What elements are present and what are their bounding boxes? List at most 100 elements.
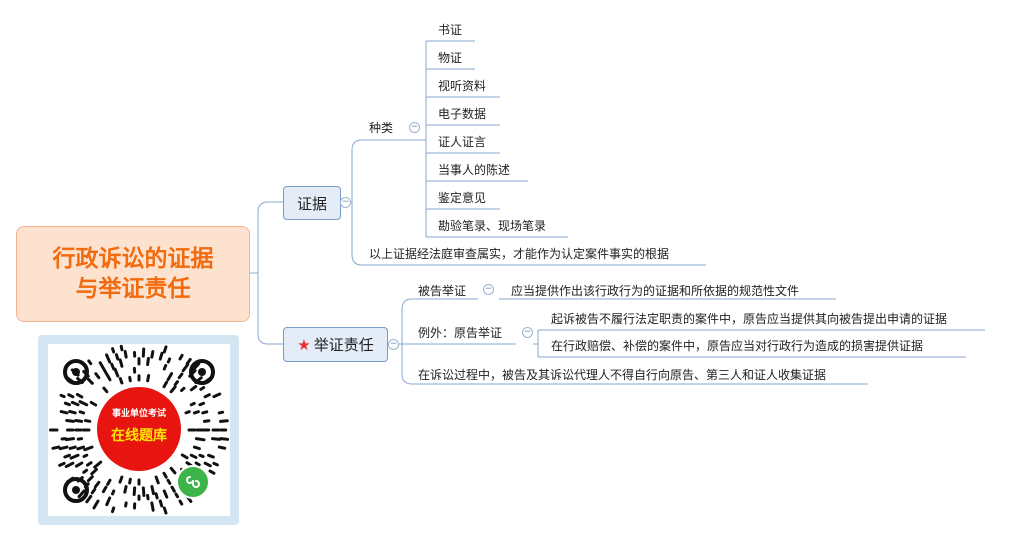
qr-dot: [178, 353, 184, 361]
exception-item[interactable]: 起诉被告不履行法定职责的案件中，原告应当提供其向被告提出申请的证据: [551, 312, 948, 326]
qr-dot: [180, 386, 186, 393]
qr-dot: [128, 375, 132, 383]
qr-dot: [118, 358, 124, 368]
qr-dot: [59, 410, 69, 415]
qr-dot: [119, 344, 124, 352]
qr-dot: [78, 410, 86, 415]
qr-dot: [92, 499, 100, 510]
topic-defendant-burden[interactable]: 被告举证: [418, 284, 467, 298]
qr-dot: [101, 365, 108, 375]
collapse-types-icon[interactable]: −: [409, 122, 420, 133]
star-icon: ★: [297, 335, 311, 354]
evidence-type-item[interactable]: 勘验笔录、现场笔录: [438, 219, 547, 233]
root-topic[interactable]: 行政诉讼的证据 与举证责任: [16, 226, 250, 322]
qr-dot: [70, 400, 80, 407]
qr-dot: [132, 486, 137, 497]
qr-dot: [150, 501, 155, 512]
qr-dot: [83, 445, 94, 452]
qr-dot: [166, 372, 174, 382]
qr-dot: [111, 347, 116, 354]
qr-dot: [162, 489, 169, 499]
qr-dot: [64, 461, 75, 469]
qr-dot: [178, 499, 184, 506]
qr-dot: [212, 392, 222, 399]
qr-dot: [158, 499, 164, 508]
qr-dot: [162, 380, 169, 389]
qr-dot: [192, 445, 201, 451]
qr-dot: [114, 353, 120, 361]
qr-dot: [85, 494, 93, 504]
qr-center-badge: 事业单位考试 在线题库: [97, 387, 181, 471]
qr-dot: [93, 480, 101, 489]
qr-dot: [85, 461, 93, 467]
collapse-defendant-icon[interactable]: −: [483, 284, 494, 295]
qr-dot: [198, 401, 206, 407]
qr-dot: [162, 506, 168, 515]
qr-dot: [86, 475, 94, 483]
qr-dot: [185, 357, 192, 366]
qr-dot: [217, 410, 225, 415]
qr-dot: [208, 469, 216, 475]
qr-dot: [106, 478, 112, 486]
qr-dot: [192, 362, 201, 371]
qr-dot: [162, 363, 168, 371]
mini-program-icon: [176, 465, 210, 499]
qr-finder-center: [72, 486, 80, 494]
qr-dot: [86, 377, 94, 385]
qr-dot: [207, 453, 215, 459]
collapse-exception-icon[interactable]: −: [522, 327, 533, 338]
root-title-line2: 与举证责任: [75, 276, 191, 302]
qr-dot: [154, 475, 160, 485]
evidence-type-item[interactable]: 证人证言: [438, 135, 487, 149]
evidence-type-item[interactable]: 视听资料: [438, 79, 487, 93]
qr-dot: [123, 349, 128, 359]
evidence-type-item[interactable]: 电子数据: [438, 107, 487, 121]
evidence-type-item[interactable]: 当事人的陈述: [438, 163, 511, 177]
qr-dot: [105, 353, 112, 364]
qr-dot: [105, 372, 112, 382]
topic-plaintiff-exception[interactable]: 例外：原告举证: [418, 326, 503, 340]
qr-dot: [210, 437, 222, 441]
qr-dot: [189, 384, 198, 392]
qr-dot: [76, 437, 84, 441]
collapse-evidence-icon[interactable]: −: [340, 197, 351, 208]
qr-dot: [217, 445, 227, 450]
evidence-type-item[interactable]: 鉴定意见: [438, 191, 487, 205]
qr-dot: [87, 359, 93, 366]
qr-dot: [203, 461, 212, 468]
qr-dot: [128, 477, 132, 485]
qr-dot: [83, 419, 92, 423]
topic-evidence-label: 证据: [296, 194, 327, 213]
qr-dot: [189, 453, 198, 459]
exception-item[interactable]: 在行政赔偿、补偿的案件中，原告应当对行政行为造成的损害提供证据: [551, 339, 924, 353]
qr-dot: [82, 468, 89, 474]
evidence-note[interactable]: 以上证据经法庭审查属实，才能作为认定案件事实的根据: [369, 247, 670, 261]
qr-dot: [110, 362, 116, 371]
qr-dot: [169, 385, 177, 394]
qr-dot: [169, 466, 177, 475]
burden-note[interactable]: 在诉讼过程中，被告及其诉讼代理人不得自行向原告、第三人和证人收集证据: [418, 368, 827, 382]
topic-evidence-types[interactable]: 种类: [369, 121, 394, 135]
qr-dot: [170, 485, 176, 493]
qr-dot: [189, 401, 196, 407]
defendant-burden-text[interactable]: 应当提供作出该行政行为的证据和所依据的规范性文件: [511, 284, 800, 298]
topic-evidence[interactable]: 证据: [283, 186, 341, 220]
qr-dot: [202, 419, 211, 423]
qr-dot: [146, 356, 150, 367]
topic-burden-of-proof[interactable]: ★ 举证责任: [283, 327, 388, 362]
evidence-type-item[interactable]: 物证: [438, 51, 463, 65]
qr-dot: [105, 496, 112, 507]
evidence-type-item[interactable]: 书证: [438, 23, 463, 37]
collapse-burden-icon[interactable]: −: [388, 339, 399, 350]
qr-dot: [162, 471, 168, 479]
qr-dot: [89, 400, 98, 407]
qr-dot: [101, 485, 108, 494]
qr-dot: [219, 419, 229, 423]
qr-dot: [212, 461, 219, 467]
qr-dot: [118, 475, 124, 484]
qr-dot: [58, 461, 66, 467]
qr-caption-line1: 事业单位考试: [111, 409, 166, 419]
qr-dot: [98, 361, 104, 368]
qr-dot: [78, 400, 89, 407]
